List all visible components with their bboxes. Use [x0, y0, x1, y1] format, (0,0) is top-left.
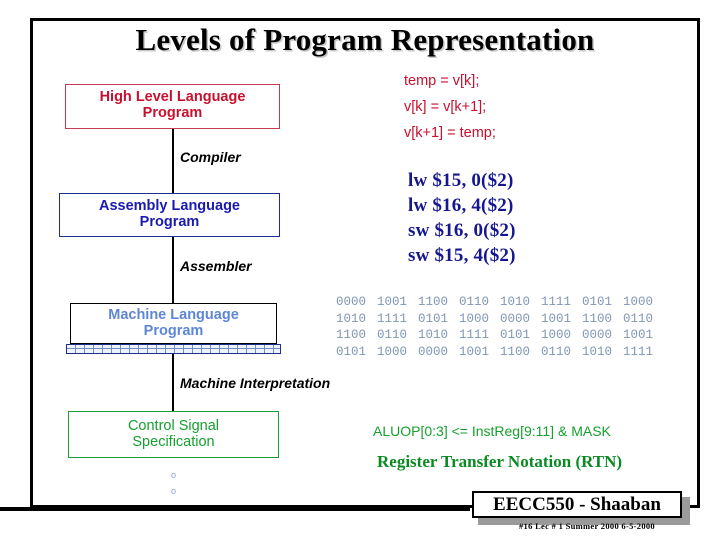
machine-binary-nibble: 0110 [377, 328, 408, 342]
footer-lecture-detail: #16 Lec # 1 Summer 2000 6-5-2000 [519, 521, 655, 531]
level-box-assembly-language: Assembly Language Program [59, 193, 280, 237]
machine-binary-nibble: 1000 [623, 295, 654, 309]
machine-binary-nibble: 1001 [459, 344, 490, 359]
machine-binary-nibble: 1111 [541, 295, 572, 309]
machine-binary-row: 0000 1001 1100 0110 1010 1111 0101 1000 [336, 294, 664, 311]
rtn-title-text: Register Transfer Notation (RTN) [377, 452, 623, 471]
assembly-code-block: lw $15, 0($2) lw $16, 4($2) sw $16, 0($2) s… [408, 168, 516, 268]
page-title: Levels of Program Representation [135, 22, 595, 57]
machine-binary-nibble: 0000 [500, 311, 531, 326]
machine-binary-nibble: 1000 [377, 344, 408, 359]
machine-binary-nibble: 1100 [500, 344, 531, 359]
machine-binary-nibble: 1010 [500, 295, 531, 309]
level-box-high-level-language: High Level Language Program [65, 84, 280, 129]
level-box-assembly-language-label: Assembly Language Program [98, 198, 240, 231]
machine-binary-nibble: 1100 [336, 328, 367, 342]
level-box-machine-language-label: Machine Language Program [108, 307, 239, 340]
machine-binary-nibble: 1010 [336, 311, 367, 326]
transition-label-compiler: Compiler [180, 149, 241, 165]
machine-binary-nibble: 0000 [418, 344, 449, 359]
footer-rule [0, 507, 470, 511]
machine-binary-nibble: 0110 [623, 311, 654, 326]
high-level-code-block: temp = v[k]; v[k] = v[k+1]; v[k+1] = temp; [404, 68, 496, 146]
connector-line-assembler [172, 237, 174, 303]
machine-binary-nibble: 1111 [459, 328, 490, 342]
machine-binary-nibble: 1100 [582, 311, 613, 326]
connector-line-machine-interpretation [172, 354, 174, 411]
hardware-brick-bar-icon [66, 344, 281, 354]
machine-binary-block: 0000 1001 1100 0110 1010 1111 0101 1000 1010 1111… [336, 294, 664, 360]
level-box-control-signal-label: Control Signal Specification [127, 418, 220, 451]
machine-binary-nibble: 0101 [336, 344, 367, 359]
machine-binary-row: 1010 1111 0101 1000 0000 1001 1100 0110 [336, 311, 664, 328]
assembly-code-line: sw $15, 4($2) [408, 245, 516, 266]
machine-binary-row: 0101 1000 0000 1001 1100 0110 1010 1111 [336, 344, 664, 361]
machine-binary-nibble: 0101 [500, 328, 531, 342]
level-box-control-signal: Control Signal Specification [68, 411, 279, 458]
level-box-high-level-language-label: High Level Language Program [99, 89, 246, 122]
machine-binary-nibble: 0110 [459, 295, 490, 309]
slide-border-frame [30, 18, 700, 508]
machine-binary-nibble: 0101 [418, 311, 449, 326]
machine-binary-nibble: 0000 [336, 295, 367, 309]
machine-binary-nibble: 1001 [377, 295, 408, 309]
machine-binary-nibble: 1100 [418, 295, 449, 309]
continuation-bullet: o [171, 470, 177, 480]
footer-course-banner: EECC550 - Shaaban [472, 491, 682, 518]
machine-binary-nibble: 0110 [541, 344, 572, 359]
machine-binary-nibble: 1010 [418, 328, 449, 342]
machine-binary-nibble: 1001 [541, 311, 572, 326]
machine-binary-nibble: 0000 [582, 328, 613, 342]
machine-binary-nibble: 1001 [623, 328, 654, 342]
high-level-code-line: v[k] = v[k+1]; [404, 99, 487, 115]
transition-label-assembler: Assembler [180, 258, 252, 274]
machine-binary-nibble: 1111 [623, 344, 654, 359]
machine-binary-nibble: 1111 [377, 311, 408, 326]
rtn-expression-text: ALUOP[0:3] <= InstReg[9:11] & MASK [373, 423, 611, 439]
connector-line-compiler [172, 129, 174, 193]
machine-binary-nibble: 1010 [582, 344, 613, 359]
assembly-code-line: lw $16, 4($2) [408, 195, 514, 216]
transition-label-machine-interpretation: Machine Interpretation [180, 375, 331, 391]
machine-binary-row: 1100 0110 1010 1111 0101 1000 0000 1001 [336, 327, 664, 344]
machine-binary-nibble: 1000 [541, 328, 572, 342]
continuation-bullet: o [171, 486, 177, 496]
machine-binary-nibble: 0101 [582, 295, 613, 309]
level-box-machine-language: Machine Language Program [70, 303, 277, 344]
assembly-code-line: lw $15, 0($2) [408, 170, 514, 191]
machine-binary-nibble: 1000 [459, 311, 490, 326]
assembly-code-line: sw $16, 0($2) [408, 220, 516, 241]
high-level-code-line: v[k+1] = temp; [404, 125, 496, 141]
high-level-code-line: temp = v[k]; [404, 73, 480, 89]
